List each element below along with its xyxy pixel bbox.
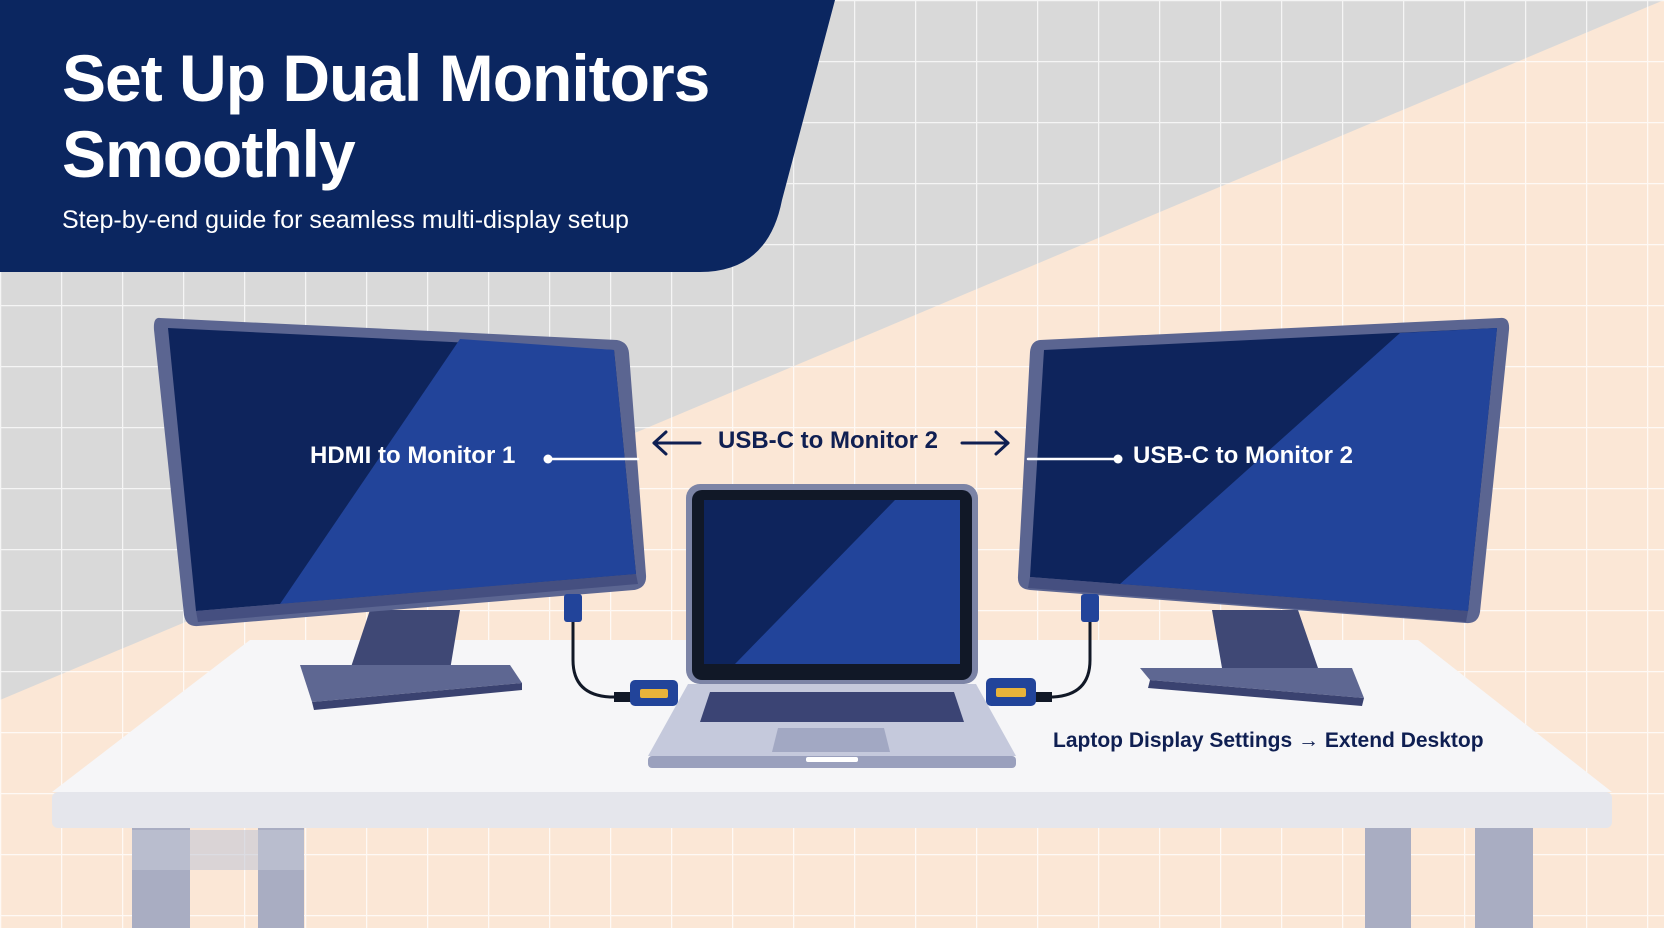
line-dot-right xyxy=(1113,454,1123,464)
line-dot-left xyxy=(543,454,553,464)
monitor-right xyxy=(1017,317,1510,706)
label-center: USB-C to Monitor 2 xyxy=(718,427,938,454)
arrow-right-icon xyxy=(960,430,1010,456)
page-title: Set Up Dual Monitors Smoothly xyxy=(62,41,710,191)
label-monitor-right: USB-C to Monitor 2 xyxy=(1133,442,1353,469)
label-monitor-left: HDMI to Monitor 1 xyxy=(310,442,516,469)
laptop xyxy=(648,484,1016,768)
connection-lines xyxy=(543,454,1123,464)
laptop-trackpad xyxy=(772,728,890,752)
cable-connectors xyxy=(564,594,1099,706)
cables xyxy=(571,618,1092,699)
laptop-keyboard xyxy=(700,692,964,722)
label-display-settings: Laptop Display Settings → Extend Desktop xyxy=(1053,729,1484,752)
monitor-left xyxy=(153,317,647,710)
header-banner xyxy=(0,0,835,272)
page-subtitle: Step-by-end guide for seamless multi-dis… xyxy=(62,206,629,234)
arrow-left-icon xyxy=(652,430,702,456)
